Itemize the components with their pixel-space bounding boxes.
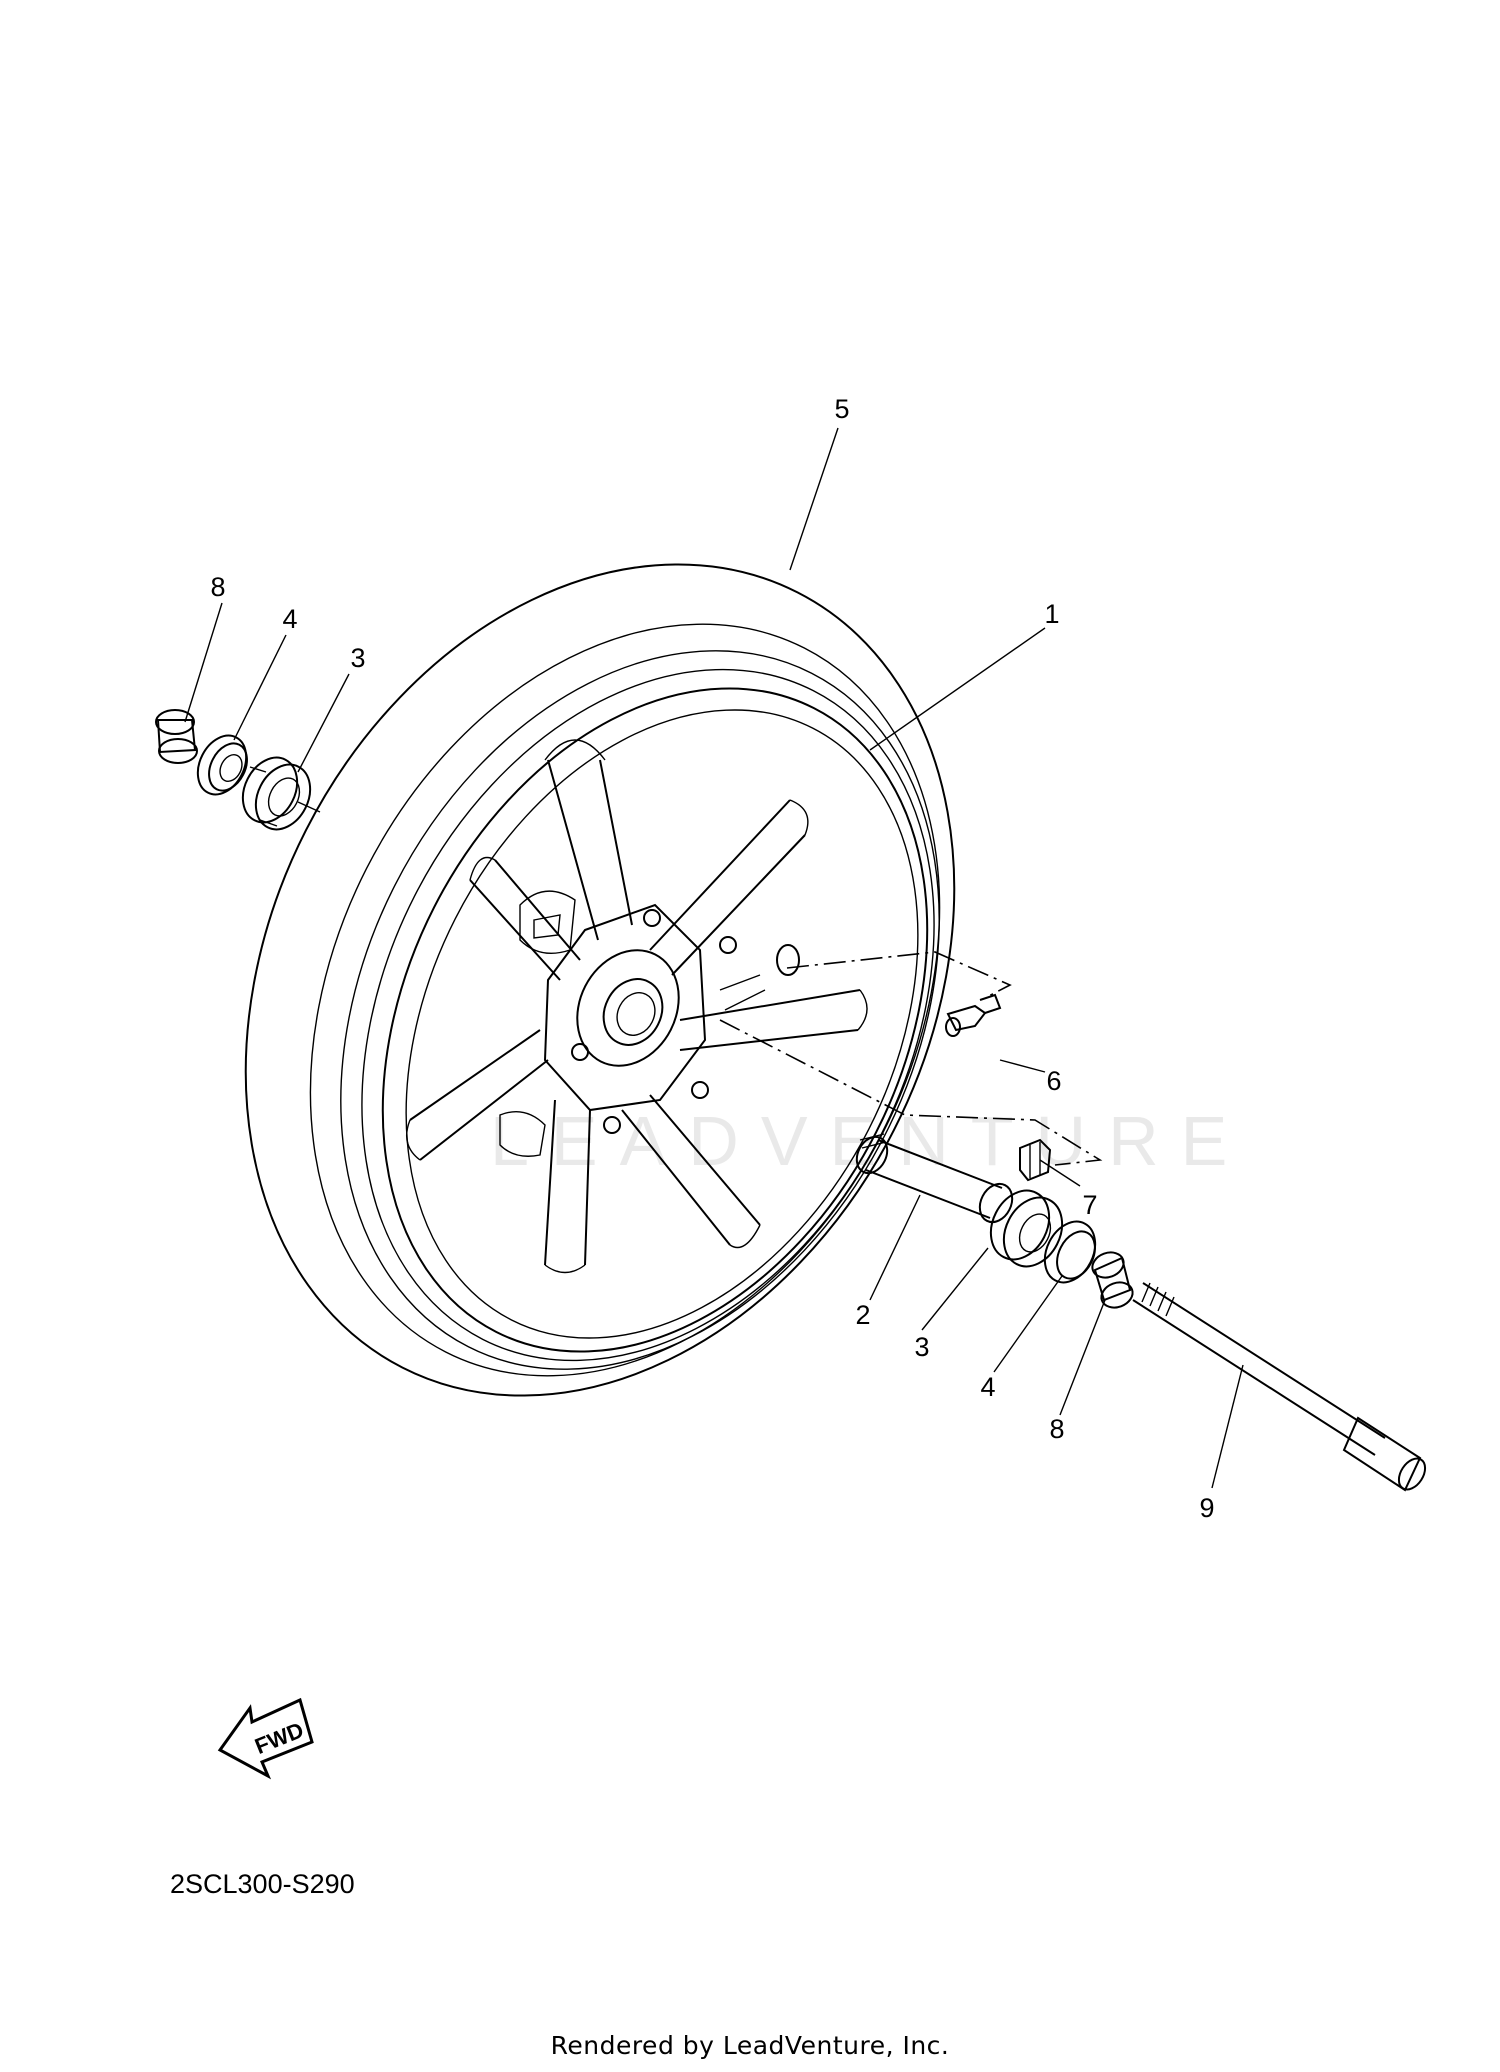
tire-inner-outline xyxy=(309,623,941,1377)
tire-outer-outline xyxy=(244,563,956,1397)
fwd-arrow-icon xyxy=(217,1697,314,1780)
fwd-label: FWD xyxy=(251,1717,307,1759)
callout-3-left[interactable]: 3 xyxy=(350,643,365,673)
fwd-direction-badge: FWD xyxy=(217,1697,314,1780)
callout-3-right[interactable]: 3 xyxy=(914,1332,929,1362)
rim-ring-1 xyxy=(340,650,940,1370)
wheel-hub xyxy=(499,890,800,1157)
callout-1[interactable]: 1 xyxy=(1044,599,1059,629)
callout-4-right[interactable]: 4 xyxy=(980,1372,995,1402)
callout-4-left[interactable]: 4 xyxy=(282,604,297,634)
air-valve[interactable] xyxy=(945,993,1002,1037)
bearing-left[interactable] xyxy=(232,748,320,838)
callout-leaders xyxy=(184,427,1244,1489)
wheel-assembly[interactable] xyxy=(108,443,1091,1518)
collar-left[interactable] xyxy=(155,709,198,764)
wheel-spokes xyxy=(406,739,868,1274)
callout-2[interactable]: 2 xyxy=(855,1300,870,1330)
callout-9[interactable]: 9 xyxy=(1199,1493,1214,1523)
wheel-axle[interactable] xyxy=(1132,1282,1430,1494)
oil-seal-left[interactable] xyxy=(188,727,255,802)
callout-6[interactable]: 6 xyxy=(1046,1066,1061,1096)
diagram-code: 2SCL300-S290 xyxy=(170,1869,355,1899)
bearing-right[interactable] xyxy=(980,1181,1074,1277)
callout-5[interactable]: 5 xyxy=(834,394,849,424)
callout-8-right[interactable]: 8 xyxy=(1049,1414,1064,1444)
balance-weight[interactable] xyxy=(1019,1138,1052,1182)
collar-right[interactable] xyxy=(1089,1248,1136,1311)
callout-7[interactable]: 7 xyxy=(1082,1190,1097,1220)
spacer-collar[interactable] xyxy=(851,1132,1019,1228)
oil-seal-right[interactable] xyxy=(1035,1213,1105,1291)
rim-ring-3 xyxy=(381,687,929,1353)
rim-ring-4 xyxy=(405,709,919,1339)
callout-8-left[interactable]: 8 xyxy=(210,572,225,602)
watermark-text: LEADVENTURE xyxy=(490,1102,1249,1180)
render-credit: Rendered by LeadVenture, Inc. xyxy=(551,2031,950,2060)
